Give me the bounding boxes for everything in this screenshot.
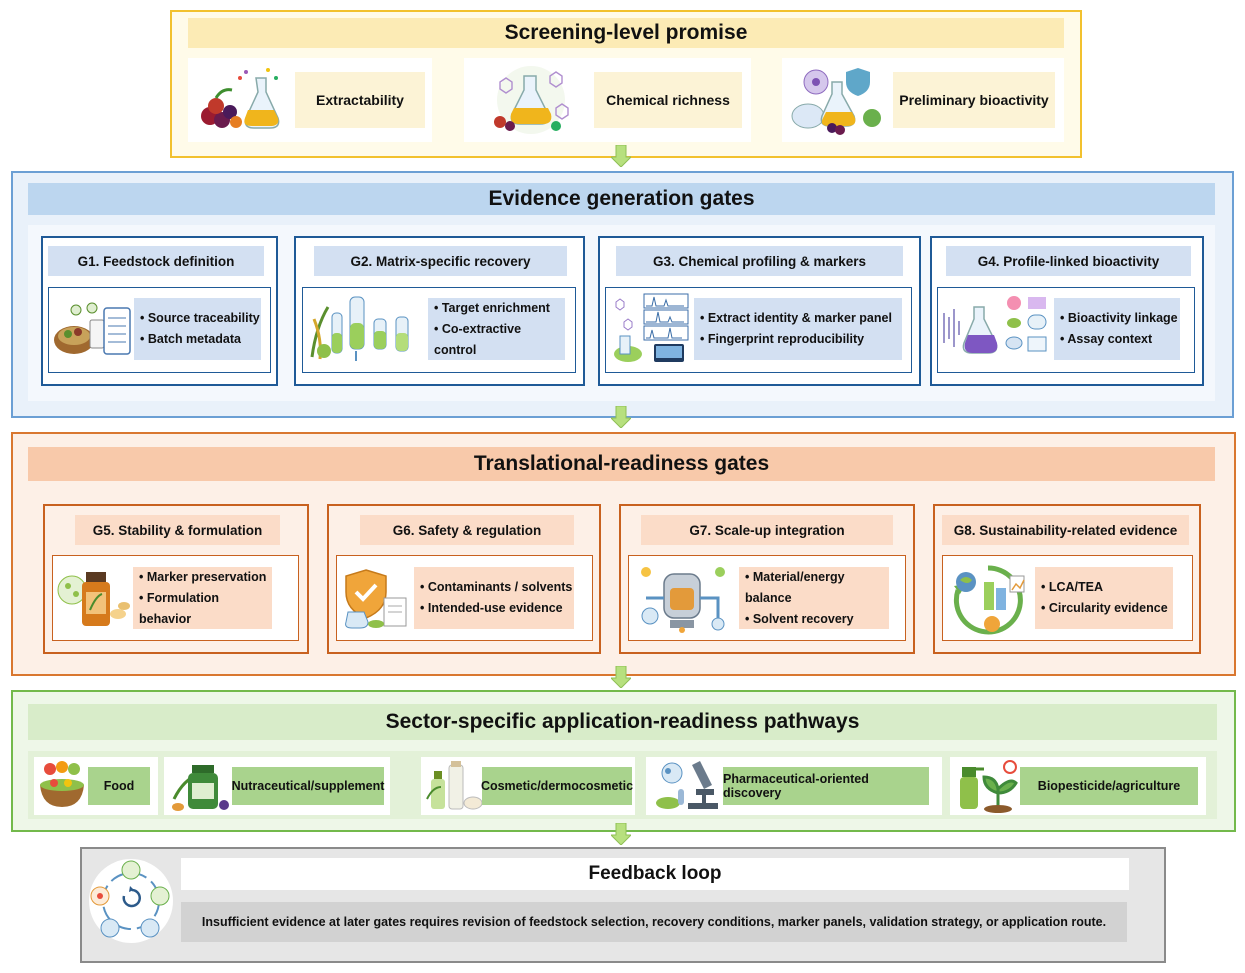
gate-g6-bullet-1: • Contaminants / solvents [420,580,573,594]
gate-g5-bullets: • Marker preservation • Formulation beha… [133,567,272,629]
pathway-label-cosmetic: Cosmetic/dermocosmetic [481,767,633,805]
translational-title: Translational-readiness gates [28,447,1215,481]
assay-flask-icon [943,296,1047,354]
gate-g2-bullet-2: • Co-extractive control [434,321,522,357]
flow-arrow-down-icon [611,823,631,845]
gate-g5-title: G5. Stability & formulation [75,515,280,545]
flow-arrow-down-icon [611,406,631,428]
chromatogram-icon [614,293,689,362]
spray-plant-icon [960,760,1018,813]
fruit-flask-icon [201,68,280,129]
gate-g8-bullet-1: • LCA/TEA [1041,580,1104,594]
supplement-jar-icon [172,765,229,811]
gate-g8-bullets: • LCA/TEA • Circularity evidence [1035,567,1173,629]
circularity-globe-icon [953,565,1025,635]
feedstock-clipboard-icon [54,302,131,355]
food-bowl-icon [40,761,84,807]
gate-g8-title: G8. Sustainability-related evidence [942,515,1189,545]
gate-g1-bullet-2: • Batch metadata [140,332,241,346]
pathway-label-food: Food [88,767,150,805]
flow-arrow-down-icon [611,145,631,167]
gate-g7-bullets: • Material/energy balance • Solvent reco… [739,567,889,629]
gate-g4-bullets: • Bioactivity linkage • Assay context [1054,298,1180,360]
cosmetic-bottle-icon [426,761,483,810]
evidence-title: Evidence generation gates [28,183,1215,215]
gate-g3-bullets: • Extract identity & marker panel • Fing… [694,298,902,360]
molecule-flask-icon [494,66,569,134]
formulation-bottle-icon [57,572,130,626]
gate-g1-bullet-1: • Source traceability [140,311,260,325]
screening-label-preliminary-bioactivity: Preliminary bioactivity [893,72,1055,128]
gate-g2-bullet-1: • Target enrichment [434,300,550,315]
gate-g2-bullets: • Target enrichment • Co-extractive cont… [428,298,565,360]
gate-g1-title: G1. Feedstock definition [48,246,264,276]
gate-g3-bullet-1: • Extract identity & marker panel [700,311,892,325]
extraction-tubes-icon [310,296,409,361]
gate-g4-bullet-1: • Bioactivity linkage [1060,311,1178,325]
gate-g7-title: G7. Scale-up integration [641,515,893,545]
gate-g4-bullet-2: • Assay context [1060,332,1153,346]
gate-g6-title: G6. Safety & regulation [360,515,574,545]
gate-g7-bullet-2: • Solvent recovery [745,611,854,626]
bioactivity-flask-icon [791,68,881,135]
gate-g4-title: G4. Profile-linked bioactivity [946,246,1191,276]
pathway-label-pharmaceutical: Pharmaceutical-oriented discovery [723,767,929,805]
pathway-label-biopesticide: Biopesticide/agriculture [1020,767,1198,805]
gate-g7-bullet-1: • Material/energy balance [745,569,845,605]
safety-shield-icon [345,569,407,629]
screening-label-chemical-richness: Chemical richness [594,72,742,128]
gate-g6-bullet-2: • Intended-use evidence [420,601,563,615]
microscope-icon [656,761,718,809]
feedback-text: Insufficient evidence at later gates req… [181,902,1127,942]
screening-title: Screening-level promise [188,18,1064,48]
gate-g5-bullet-1: • Marker preservation [139,569,267,584]
feedback-title: Feedback loop [181,858,1129,890]
reactor-icon [641,567,725,633]
feedback-cycle-icon [89,859,173,943]
flow-arrow-down-icon [611,666,631,688]
gate-g1-bullets: • Source traceability • Batch metadata [134,298,261,360]
gate-g3-title: G3. Chemical profiling & markers [616,246,903,276]
gate-g5-bullet-2: • Formulation behavior [139,590,220,626]
gate-g6-bullets: • Contaminants / solvents • Intended-use… [414,567,574,629]
screening-label-extractability: Extractability [295,72,425,128]
gate-g3-bullet-2: • Fingerprint reproducibility [700,332,865,346]
gate-g8-bullet-2: • Circularity evidence [1041,601,1168,615]
gate-g2-title: G2. Matrix-specific recovery [314,246,567,276]
pathways-title: Sector-specific application-readiness pa… [28,704,1217,740]
pathway-label-nutraceutical: Nutraceutical/supplement [232,767,384,805]
